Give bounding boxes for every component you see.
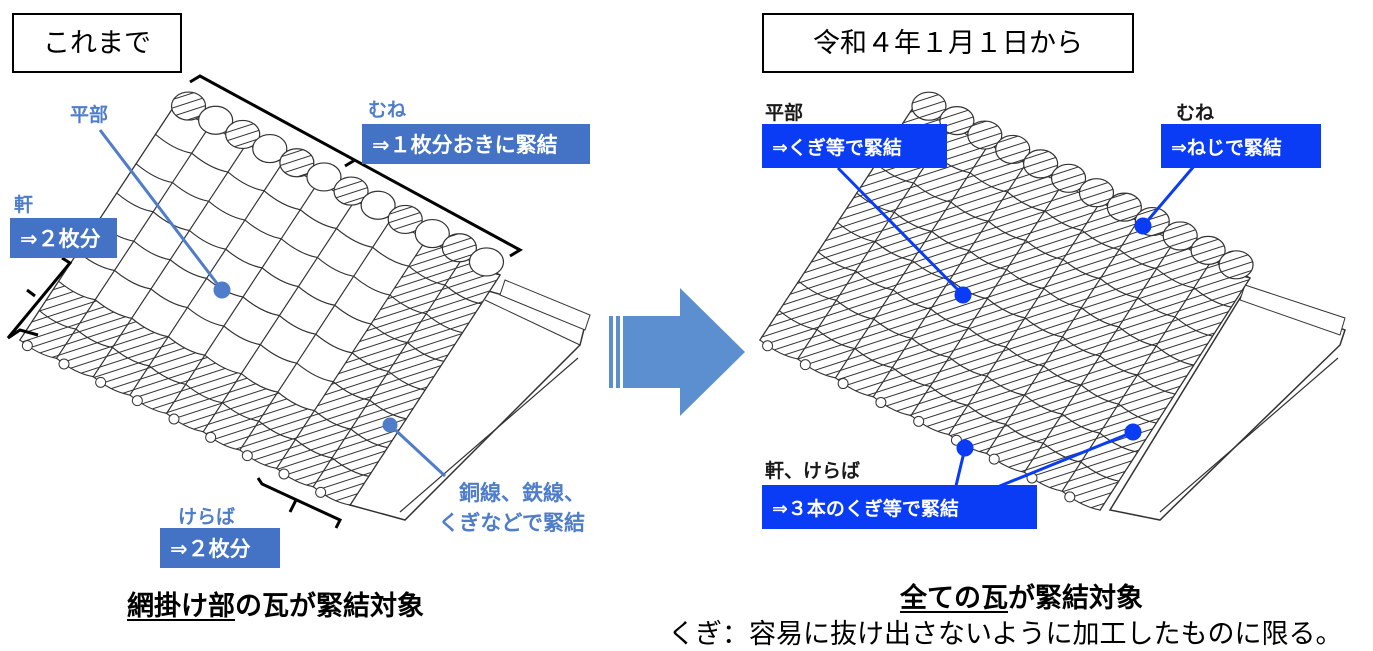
eave-tile-end — [1064, 491, 1076, 503]
right-eave-ends — [762, 340, 1076, 503]
ridge-cap-tile — [1050, 163, 1087, 193]
left-ridge-caps — [170, 91, 505, 277]
eave-tile-end — [913, 415, 925, 427]
ridge-cap-tile — [995, 134, 1031, 165]
ridge-cap-tile — [1190, 235, 1226, 265]
eave-tile-end — [95, 376, 107, 388]
left-keraba-note: ⇒２枚分 — [160, 528, 280, 568]
eave-tile-end — [21, 340, 33, 352]
ridge-cap-tile — [225, 119, 261, 150]
left-mune-note: ⇒１枚分おきに緊結 — [362, 124, 590, 164]
right-footnote: くぎ：容易に抜け出さないように加工したものに限る。 — [668, 619, 1343, 650]
right-tiles — [759, 104, 1251, 511]
left-wire-line1: 銅線、鉄線、 — [459, 481, 585, 505]
ridge-cap-tile — [967, 120, 1003, 150]
ridge-cap-tile — [414, 218, 450, 249]
ridge-cap-tile — [441, 233, 477, 263]
ridge-cap-tile — [939, 106, 975, 136]
left-caption-rest: の瓦が緊結対象 — [235, 591, 424, 622]
eave-tile-end — [241, 450, 253, 462]
ridge-cap-tile — [1023, 149, 1059, 179]
ridge-cap-tile — [387, 204, 423, 235]
left-eave-ends — [21, 340, 327, 498]
ridge-cap-tile — [170, 91, 207, 121]
right-mune-label: むね — [1176, 102, 1215, 124]
eave-tile-end — [205, 431, 217, 443]
left-caption: 網掛け部の瓦が緊結対象 — [127, 584, 424, 623]
right-noki-keraba-note: ⇒３本のくぎ等で緊結 — [762, 485, 1037, 529]
eave-tile-end — [988, 453, 1000, 465]
right-caption-rest: が緊結対象 — [1008, 583, 1143, 614]
right-hirabu-note: ⇒くぎ等で緊結 — [762, 124, 947, 168]
left-heading: これまで — [12, 13, 182, 73]
right-noki-keraba-label: 軒、けらば — [765, 460, 861, 482]
ridge-cap-tile — [1106, 192, 1142, 222]
eave-tile-end — [837, 378, 849, 390]
ridge-cap-tile — [911, 91, 947, 121]
left-mune-label: むね — [368, 99, 407, 121]
ridge-cap-tile — [1218, 250, 1254, 280]
ridge-cap-tile — [252, 133, 288, 164]
ridge-cap-tile — [468, 247, 505, 277]
eave-tile-end — [799, 359, 811, 371]
right-heading: 令和４年１月１日から — [762, 13, 1134, 73]
eave-tile-end — [168, 413, 180, 425]
left-leaders — [98, 129, 447, 478]
left-brackets — [6, 74, 524, 529]
eave-tile-end — [315, 486, 327, 498]
ridge-cap-tile — [1078, 178, 1115, 208]
right-leaders — [836, 164, 1197, 492]
left-noki-note: ⇒２枚分 — [10, 218, 117, 258]
ridge-cap-tile — [360, 190, 396, 220]
left-wire-line2: くぎなどで緊結 — [438, 511, 585, 535]
right-hirabu-label: 平部 — [765, 102, 804, 124]
left-hirabu-label: 平部 — [70, 104, 109, 126]
left-keraba-label: けらば — [178, 506, 236, 528]
ridge-cap-tile — [1162, 221, 1198, 251]
ridge-cap-tile — [306, 162, 342, 192]
right-mune-note: ⇒ねじで緊結 — [1161, 124, 1321, 168]
eave-tile-end — [131, 395, 143, 407]
eave-tile-end — [875, 396, 887, 408]
left-caption-underlined: 網掛け部 — [127, 591, 235, 622]
eave-tile-end — [762, 340, 774, 352]
ridge-cap-tile — [333, 176, 369, 206]
transition-arrow — [609, 288, 745, 416]
right-caption-underlined: 全ての瓦 — [900, 583, 1008, 614]
left-wire-note: 銅線、鉄線、 くぎなどで緊結 — [390, 478, 585, 538]
left-noki-label: 軒 — [14, 194, 34, 216]
ridge-cap-tile — [198, 105, 234, 135]
eave-tile-end — [58, 358, 70, 370]
eave-tile-end — [278, 468, 290, 480]
right-caption: 全ての瓦が緊結対象 — [900, 576, 1143, 615]
ridge-cap-tile — [279, 148, 315, 178]
